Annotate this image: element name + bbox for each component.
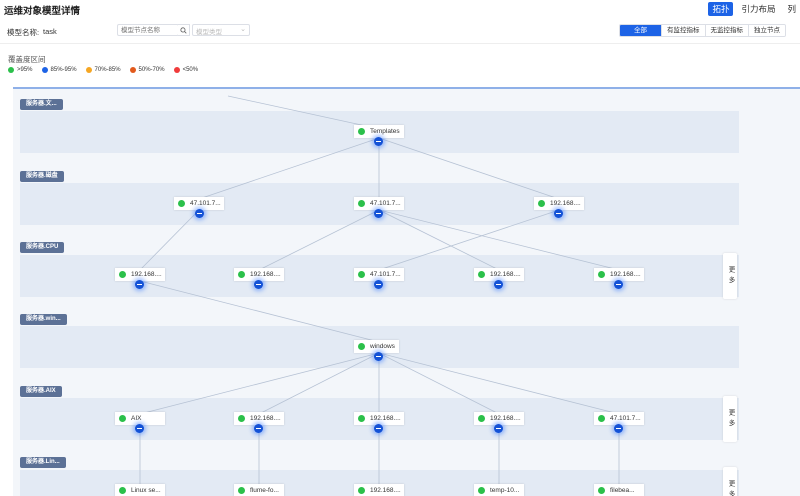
topology-node[interactable]: 47.101.7... (354, 268, 404, 281)
tab-force-layout[interactable]: 引力布局 (741, 4, 776, 14)
topology-node[interactable]: 47.101.7... (594, 412, 644, 425)
collapse-icon[interactable] (135, 424, 144, 433)
topology-node[interactable]: flume-fo... (234, 484, 284, 496)
layer-tag[interactable]: 服务器.Lin... (20, 457, 66, 468)
legend-item: 85%-95% (41, 67, 77, 73)
topology-node[interactable]: filebea... (594, 484, 644, 496)
topology-node[interactable]: AIX (115, 412, 165, 425)
filter-tabs: 全部 有监控指标 无监控指标 独立节点 (619, 24, 786, 37)
top-divider (13, 87, 800, 89)
status-dot-icon (358, 415, 365, 422)
collapse-icon[interactable] (374, 209, 383, 218)
collapse-icon[interactable] (254, 280, 263, 289)
dot-icon (8, 67, 14, 73)
status-dot-icon (358, 487, 365, 494)
layer-tag[interactable]: 服务器.文... (20, 99, 63, 110)
status-dot-icon (478, 271, 485, 278)
status-dot-icon (358, 343, 365, 350)
status-dot-icon (119, 487, 126, 494)
layer-tag[interactable]: 服务器.win... (20, 314, 67, 325)
collapse-icon[interactable] (374, 424, 383, 433)
model-type-select[interactable]: 模型类型 ⌄ (192, 24, 250, 36)
tab-list[interactable]: 列 (787, 4, 796, 14)
status-dot-icon (358, 271, 365, 278)
status-dot-icon (598, 271, 605, 278)
model-name-label: 模型名称: (7, 28, 40, 37)
status-dot-icon (119, 415, 126, 422)
collapse-icon[interactable] (494, 424, 503, 433)
dot-icon (129, 67, 136, 73)
dot-icon (85, 67, 92, 73)
topology-node[interactable]: 192.168.... (594, 268, 644, 281)
collapse-icon[interactable] (374, 352, 383, 361)
view-tabs: 拓扑 引力布局 列 (708, 2, 800, 16)
collapse-icon[interactable] (135, 280, 144, 289)
topology-node[interactable]: 192.168.... (354, 484, 404, 496)
legend-item: >95% (8, 67, 33, 73)
topology-node[interactable]: 192.168.... (354, 412, 404, 425)
status-dot-icon (538, 200, 545, 207)
legend-item: 70%-85% (85, 67, 121, 73)
legend-item: <50% (173, 67, 198, 73)
more-button[interactable]: 更多 (723, 253, 737, 299)
status-dot-icon (358, 128, 365, 135)
status-dot-icon (178, 200, 185, 207)
status-dot-icon (598, 415, 605, 422)
legend-item: 50%-70% (129, 67, 165, 73)
filter-without-metrics[interactable]: 无监控指标 (704, 25, 748, 36)
status-dot-icon (119, 271, 126, 278)
status-dot-icon (238, 271, 245, 278)
collapse-icon[interactable] (254, 424, 263, 433)
layer-tag[interactable]: 服务器.AIX (20, 386, 62, 397)
layer-tag[interactable]: 服务器.磁盘 (20, 171, 64, 182)
collapse-icon[interactable] (494, 280, 503, 289)
status-dot-icon (478, 487, 485, 494)
page-title: 运维对象模型详情 (4, 6, 81, 17)
topology-node[interactable]: 47.101.7... (354, 197, 404, 210)
topology-node[interactable]: 192.168.... (474, 412, 524, 425)
collapse-icon[interactable] (614, 280, 623, 289)
layer-tag[interactable]: 服务器.CPU (20, 242, 65, 253)
topology-node[interactable]: 192.168.... (474, 268, 524, 281)
status-dot-icon (238, 487, 245, 494)
topology-node[interactable]: temp-10... (474, 484, 524, 496)
node-search-input[interactable] (117, 24, 179, 36)
topology-node[interactable]: 192.168.... (234, 268, 284, 281)
chevron-down-icon: ⌄ (240, 26, 246, 33)
edges (139, 95, 620, 490)
dot-icon (173, 67, 180, 73)
tab-topology[interactable]: 拓扑 (708, 2, 734, 16)
legend-title: 覆盖度区间 (8, 55, 46, 64)
topology-node[interactable]: 47.101.7... (174, 197, 224, 210)
collapse-icon[interactable] (195, 209, 204, 218)
dot-icon (41, 67, 48, 73)
topology-node[interactable]: 192.168.... (534, 197, 584, 210)
filter-isolated[interactable]: 独立节点 (748, 25, 785, 36)
model-type-placeholder: 模型类型 (196, 29, 222, 36)
topology-node[interactable]: windows (354, 340, 399, 353)
status-dot-icon (358, 200, 365, 207)
status-dot-icon (598, 487, 605, 494)
topology-node[interactable]: 192.168.... (115, 268, 165, 281)
collapse-icon[interactable] (374, 137, 383, 146)
status-dot-icon (478, 415, 485, 422)
topology-node[interactable]: Linux se... (115, 484, 165, 496)
topology-node[interactable]: Templates (354, 125, 404, 138)
more-button[interactable]: 更多 (723, 396, 737, 442)
status-dot-icon (238, 415, 245, 422)
search-icon (180, 26, 187, 34)
filter-all[interactable]: 全部 (620, 25, 661, 36)
topology-canvas[interactable]: 服务器.文... 服务器.磁盘 服务器.CPU 服务器.win... 服务器.A… (13, 89, 800, 496)
legend: >95% 85%-95% 70%-85% 50%-70% <50% (8, 67, 198, 73)
collapse-icon[interactable] (614, 424, 623, 433)
topology-node[interactable]: 192.168.... (234, 412, 284, 425)
more-button[interactable]: 更多 (723, 467, 737, 496)
collapse-icon[interactable] (374, 280, 383, 289)
search-button[interactable] (178, 24, 190, 36)
toolbar: 模型名称: task 模型类型 ⌄ 全部 有监控指标 无监控指标 独立节点 (0, 18, 800, 44)
model-name-value: task (43, 27, 57, 36)
title-bar: 运维对象模型详情 拓扑 引力布局 列 (0, 0, 800, 18)
filter-with-metrics[interactable]: 有监控指标 (661, 25, 705, 36)
collapse-icon[interactable] (554, 209, 563, 218)
